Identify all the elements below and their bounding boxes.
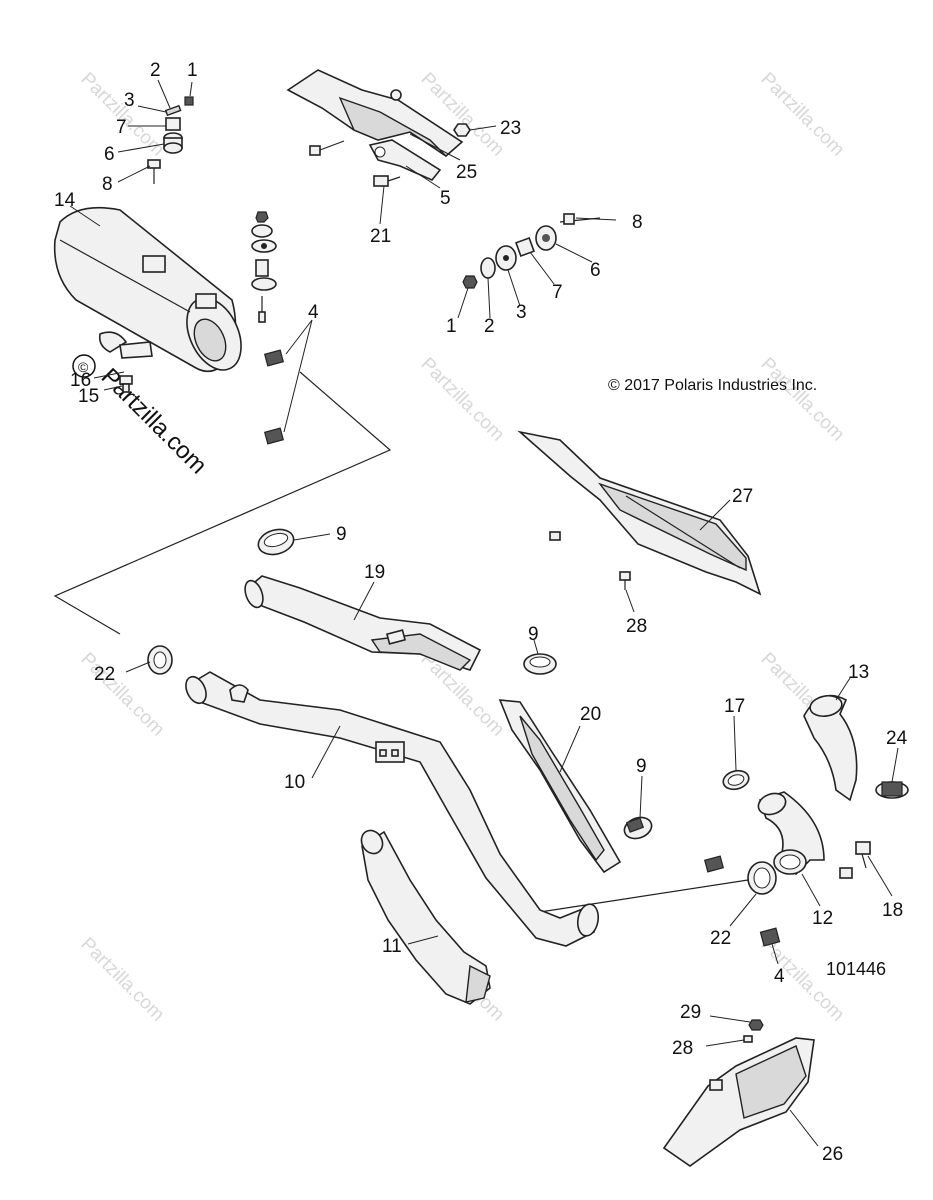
callout-17: 17 — [724, 696, 745, 717]
nut-23 — [453, 123, 471, 137]
watermark-prominent: © Partzilla.com — [72, 354, 212, 479]
callout-28: 28 — [626, 616, 647, 637]
callout-24: 24 — [886, 728, 908, 749]
callout-20: 20 — [580, 704, 601, 725]
callout-12: 12 — [812, 908, 833, 929]
copyright-text: © 2017 Polaris Industries Inc. — [608, 377, 817, 394]
hardware-row-right — [462, 213, 601, 289]
bolt-15 — [119, 375, 133, 393]
callout-3: 3 — [124, 90, 135, 111]
callout-4: 4 — [308, 302, 319, 323]
callout-29: 29 — [680, 1002, 701, 1023]
gasket-17 — [722, 769, 750, 791]
gasket-22-left — [147, 645, 173, 675]
callout-25: 25 — [456, 162, 477, 183]
callout-16: 16 — [70, 370, 91, 391]
bolt-21 — [373, 175, 401, 187]
callout-8: 8 — [102, 174, 113, 195]
muffler-14 — [53, 206, 242, 373]
watermark: Partzilla.com — [76, 934, 168, 1026]
callout-19: 19 — [364, 562, 385, 583]
watermark: Partzilla.com — [756, 69, 848, 161]
bolt-28-upper — [619, 571, 631, 590]
callout-27: 27 — [732, 486, 753, 507]
callout-6: 6 — [590, 260, 601, 281]
callout-4: 4 — [774, 966, 785, 987]
nut-29 — [748, 1019, 764, 1031]
bolt-left-27 — [549, 531, 561, 541]
callout-21: 21 — [370, 226, 391, 247]
callout-15: 15 — [78, 386, 99, 407]
callout-28: 28 — [672, 1038, 693, 1059]
callout-7: 7 — [552, 282, 563, 303]
bolt-left-top — [309, 140, 345, 156]
callout-14: 14 — [54, 190, 76, 211]
callout-26: 26 — [822, 1144, 843, 1165]
callout-18: 18 — [882, 900, 903, 921]
hardware-stack-left — [147, 96, 194, 184]
callout-1: 1 — [187, 60, 198, 81]
callout-5: 5 — [440, 188, 451, 209]
spring-4-lower — [703, 855, 781, 947]
callout-22: 22 — [710, 928, 731, 949]
callout-2: 2 — [484, 316, 495, 337]
heat-shield-27 — [517, 430, 762, 596]
clamp-9-middle — [523, 653, 557, 675]
watermark: Partzilla.com — [416, 69, 508, 161]
elbow-pipe-12 — [757, 791, 825, 876]
watermark: Partzilla.com — [76, 69, 168, 161]
clamp-9-upper — [257, 528, 295, 556]
head-pipe-10 — [185, 671, 600, 947]
heat-shield-25 — [286, 69, 464, 181]
watermark: Partzilla.com — [416, 354, 508, 446]
pipe-shield-20 — [498, 699, 622, 874]
watermark: Partzilla.com — [756, 354, 848, 446]
callout-8: 8 — [632, 212, 643, 233]
watermark: Partzilla.com — [756, 934, 848, 1026]
bolts-18 — [839, 841, 871, 879]
callout-13: 13 — [848, 662, 869, 683]
clamp-9-lower — [623, 816, 653, 840]
callout-23: 23 — [500, 118, 521, 139]
watermark: Partzilla.com — [96, 363, 212, 479]
leader-lines — [69, 79, 899, 1147]
gasket-22-right — [747, 861, 777, 895]
callout-22: 22 — [94, 664, 115, 685]
divider-lines — [53, 371, 749, 913]
callout-9: 9 — [336, 524, 347, 545]
callout-labels: 1 2 3 7 6 8 14 16 15 4 23 25 5 21 8 6 7 … — [54, 60, 908, 1165]
bolt-28-lower — [743, 1035, 753, 1043]
callout-9: 9 — [636, 756, 647, 777]
heat-shield-26 — [662, 1037, 815, 1167]
callout-11: 11 — [382, 936, 402, 957]
watermark-symbol: © — [78, 359, 89, 375]
spring-4-upper — [263, 349, 285, 445]
diagram-number: 101446 — [826, 959, 886, 979]
callout-7: 7 — [116, 117, 127, 138]
clamp-24 — [875, 781, 909, 799]
mount-stack-center — [251, 211, 277, 323]
callout-6: 6 — [104, 144, 115, 165]
callout-10: 10 — [284, 772, 305, 793]
callout-9: 9 — [528, 624, 539, 645]
callout-3: 3 — [516, 302, 527, 323]
pipe-13 — [803, 694, 858, 802]
pipe-11 — [360, 829, 491, 1005]
callout-1: 1 — [446, 316, 457, 337]
pipe-19 — [244, 575, 482, 671]
callout-2: 2 — [150, 60, 161, 81]
